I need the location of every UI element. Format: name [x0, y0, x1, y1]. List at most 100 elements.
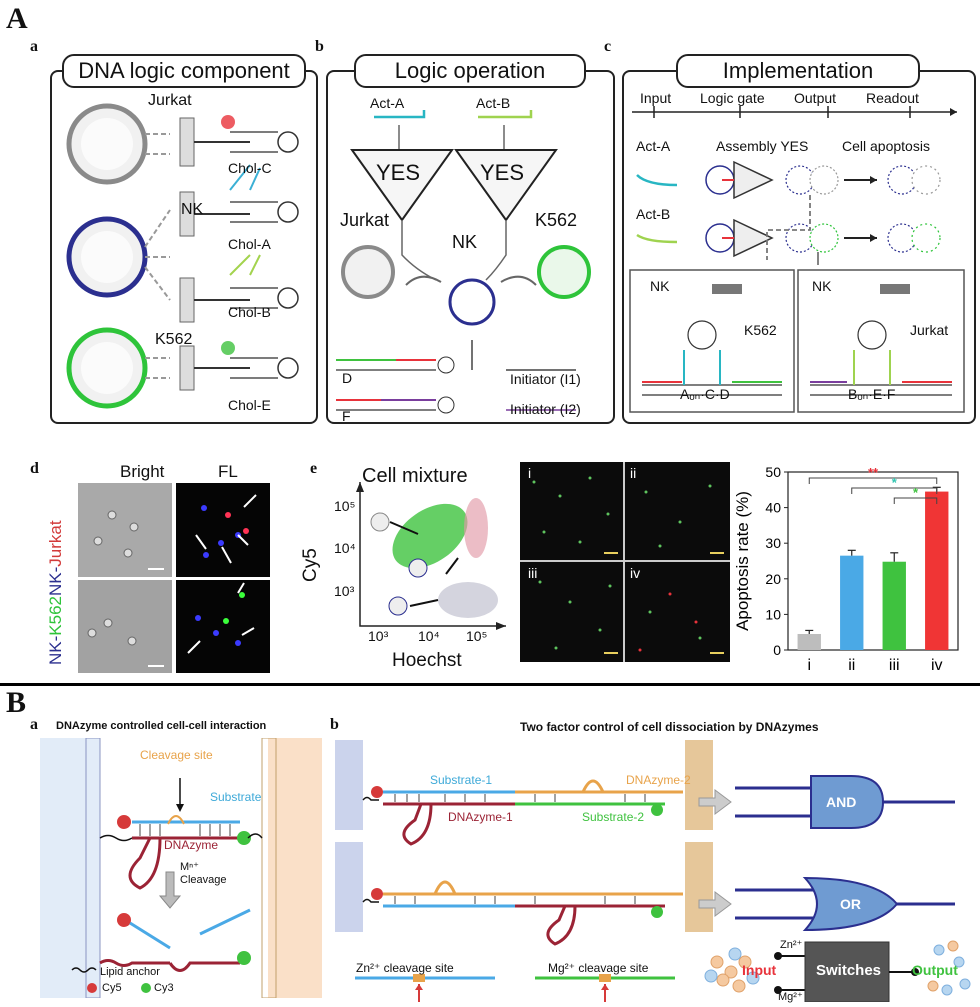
bright-cells [87, 510, 164, 667]
logic-operation-header: Logic operation [354, 54, 586, 88]
sub-bb-label: b [330, 716, 339, 733]
panel-a-letter: A [6, 2, 28, 35]
fl-header: FL [218, 462, 238, 481]
jurkat-label-c: Jurkat [910, 322, 949, 338]
cy5-legend-label: Cy5 [102, 982, 122, 994]
zn-input-label: Zn²⁺ [780, 939, 803, 951]
bar-ii [840, 555, 864, 650]
chol-a-label: Chol-A [228, 236, 271, 252]
flow-cytometry-plot [356, 482, 506, 630]
row-label-jurkat: Jurkat [46, 520, 65, 567]
ba-title: DNAzyme controlled cell-cell interaction [56, 720, 267, 732]
strand-f-label: F [342, 408, 351, 424]
sub-c-label: c [604, 38, 612, 55]
cleavage-site-label: Cleavage site [140, 748, 213, 762]
micrograph-grid [520, 462, 730, 662]
switches-label: Switches [816, 962, 882, 979]
fl-image-1 [176, 483, 270, 577]
y-tick-label: 30 [765, 535, 781, 551]
input-label: Input [742, 962, 777, 978]
bright-image-1 [78, 483, 172, 577]
significance-star: * [892, 475, 898, 490]
bar-iii [882, 561, 906, 650]
fl-image-2 [176, 580, 270, 673]
cy3-legend-label: Cy3 [154, 982, 174, 994]
nk-label-a: NK [181, 201, 204, 218]
x-tick-label-ii: ii [848, 657, 855, 674]
y-axis-label: Apoptosis rate (%) [733, 491, 752, 631]
panel-b-letter: B [6, 686, 27, 719]
mg-site-label: Mg²⁺ cleavage site [548, 961, 649, 975]
dna-logic-component-header: DNA logic component [62, 54, 306, 88]
significance-bracket [808, 477, 938, 484]
metal-ion-label: Mⁿ⁺ [180, 861, 199, 873]
dna-logic-component-diagram [66, 103, 299, 409]
ytick-1e5: 10⁵ [334, 498, 356, 514]
quad-ii: ii [630, 465, 637, 481]
row-label-nk-2: NK- [46, 635, 65, 665]
implementation-diagram [629, 106, 965, 413]
sub-e-label: e [310, 460, 318, 477]
y-tick-label: 10 [765, 606, 781, 622]
y-tick-label: 40 [765, 500, 781, 516]
yes-gate-2: YES [480, 160, 525, 185]
or-gate-label: OR [840, 896, 861, 912]
x-tick-label-iii: iii [889, 657, 900, 674]
step-output: Output [794, 90, 837, 106]
xtick-1e4: 10⁴ [418, 628, 440, 644]
jurkat-label-a: Jurkat [148, 92, 192, 109]
bar-iv [925, 491, 949, 650]
bright-header: Bright [120, 462, 165, 481]
ytick-1e3: 10³ [334, 583, 355, 599]
substrate-2-label: Substrate-2 [582, 810, 645, 824]
bb-title: Two factor control of cell dissociation … [520, 720, 819, 734]
xtick-1e5: 10⁵ [466, 628, 488, 644]
sub-d-label: d [30, 460, 39, 477]
yes-gate-1: YES [376, 160, 421, 185]
row-labels: NK-K562NK-Jurkat [46, 520, 66, 665]
dnazyme-cell-interaction-diagram [40, 738, 322, 998]
sub-a-label: a [30, 38, 38, 55]
cell-mixture-title: Cell mixture [362, 465, 468, 487]
y-tick-label: 0 [773, 642, 781, 658]
step-readout: Readout [866, 90, 919, 106]
significance-bracket [893, 497, 938, 504]
act-b-label-c: Act-B [636, 206, 671, 222]
ytick-1e4: 10⁴ [334, 540, 356, 556]
assembly-yes-label: Assembly YES [716, 138, 809, 154]
dnazyme-1-label: DNAzyme-1 [448, 810, 513, 824]
row-label-k562: K562 [46, 596, 65, 636]
y-tick-label: 20 [765, 571, 781, 587]
section-divider [0, 683, 980, 686]
bar-i [797, 633, 821, 650]
act-a-label-c: Act-A [636, 138, 671, 154]
logic-operation-diagram [336, 110, 591, 414]
initiator-2-label: Initiator (I2) [510, 401, 581, 417]
k562-label-c: K562 [744, 322, 777, 338]
two-factor-diagram [335, 740, 971, 1002]
substrate-1-label: Substrate-1 [430, 773, 493, 787]
sub-b-label: b [315, 38, 324, 55]
significance-star: * [913, 485, 919, 500]
zn-site-label: Zn²⁺ cleavage site [356, 961, 454, 975]
k562-label-a: K562 [155, 331, 193, 348]
jurkat-label-b: Jurkat [340, 210, 390, 230]
initiator-1-label: Initiator (I1) [510, 371, 581, 387]
xtick-1e3: 10³ [368, 628, 389, 644]
x-tick-label-iv: iv [931, 657, 943, 674]
quad-i: i [528, 465, 532, 481]
chol-b-label: Chol-B [228, 304, 271, 320]
quad-iv: iv [630, 565, 641, 581]
output-label: Output [912, 962, 958, 978]
bright-image-2 [78, 580, 172, 673]
implementation-header: Implementation [676, 54, 920, 88]
cell-apoptosis-label: Cell apoptosis [842, 138, 930, 154]
formula-bef: Bₒₙ·E·F [848, 386, 896, 402]
fl-spots [187, 494, 257, 654]
cleavage-label: Cleavage [180, 874, 227, 886]
row-label-nk-1: NK- [46, 566, 65, 597]
act-a-label-b: Act-A [370, 95, 405, 111]
significance-star: ** [868, 465, 879, 480]
